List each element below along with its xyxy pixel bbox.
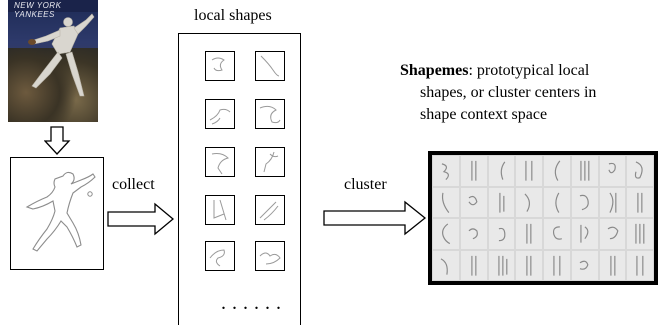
shapeme-cell (460, 187, 487, 217)
local-shape-box (205, 99, 235, 129)
shapeme-cell (627, 250, 653, 280)
local-shape-box (205, 147, 235, 177)
shapeme-cell (433, 219, 459, 249)
shapeme-cell (599, 219, 626, 249)
shapeme-cell (571, 156, 598, 186)
photo-banner: NEW YORK YANKEES (8, 0, 98, 19)
shapemes-term: Shapemes (400, 62, 469, 79)
local-shape-box (255, 195, 285, 225)
shapeme-cell (433, 250, 459, 280)
shapeme-cell (433, 156, 459, 186)
photo-banner-text: NEW YORK YANKEES (14, 1, 62, 19)
shapeme-cell (627, 219, 653, 249)
local-shape-box (205, 195, 235, 225)
shapeme-cell (460, 156, 487, 186)
shapeme-cell (488, 187, 515, 217)
shapemes-description: Shapemes: prototypical local shapes, or … (400, 60, 662, 126)
collect-label: collect (112, 176, 155, 193)
ellipsis-dots: ...... (221, 292, 287, 314)
shapeme-cell (433, 187, 459, 217)
shapeme-cell (571, 187, 598, 217)
shapeme-cell (571, 250, 598, 280)
local-shapes-panel (178, 33, 301, 325)
shapeme-cell (544, 156, 570, 186)
local-shape-box (255, 241, 285, 271)
local-shape-box (255, 51, 285, 81)
shapeme-cell (516, 219, 542, 249)
shapeme-cell (599, 156, 626, 186)
shapeme-cell (516, 250, 542, 280)
right-arrow-icon (107, 202, 175, 236)
player-figure (28, 13, 95, 97)
right-arrow-icon (323, 200, 427, 236)
local-shape-box (205, 241, 235, 271)
shapeme-cell (488, 156, 515, 186)
shapeme-cell (544, 219, 570, 249)
local-shape-box (255, 99, 285, 129)
shapeme-cell (627, 156, 653, 186)
shapeme-cell (571, 219, 598, 249)
description-line1: : prototypical local (468, 62, 590, 79)
shapeme-cell (599, 250, 626, 280)
local-shapes-label: local shapes (194, 7, 272, 24)
shapeme-cell (627, 187, 653, 217)
local-shape-box (255, 147, 285, 177)
shapeme-cell (544, 250, 570, 280)
edge-map (10, 157, 104, 270)
baseball-photo: NEW YORK YANKEES (8, 0, 98, 122)
description-line2: shapes, or cluster centers in (420, 84, 597, 101)
shapeme-grid (428, 151, 658, 285)
shapeme-cell (460, 250, 487, 280)
down-arrow-icon (44, 126, 71, 155)
description-line3: shape context space (420, 106, 548, 123)
shapeme-cell (516, 156, 542, 186)
shapeme-cell (544, 187, 570, 217)
shapeme-cell (488, 250, 515, 280)
shapeme-cell (516, 187, 542, 217)
glove-icon (28, 39, 36, 45)
edge-contour (25, 171, 96, 252)
shapeme-cell (488, 219, 515, 249)
local-shape-box (205, 51, 235, 81)
shapeme-cell (599, 187, 626, 217)
cluster-label: cluster (344, 176, 387, 193)
shapeme-cell (460, 219, 487, 249)
